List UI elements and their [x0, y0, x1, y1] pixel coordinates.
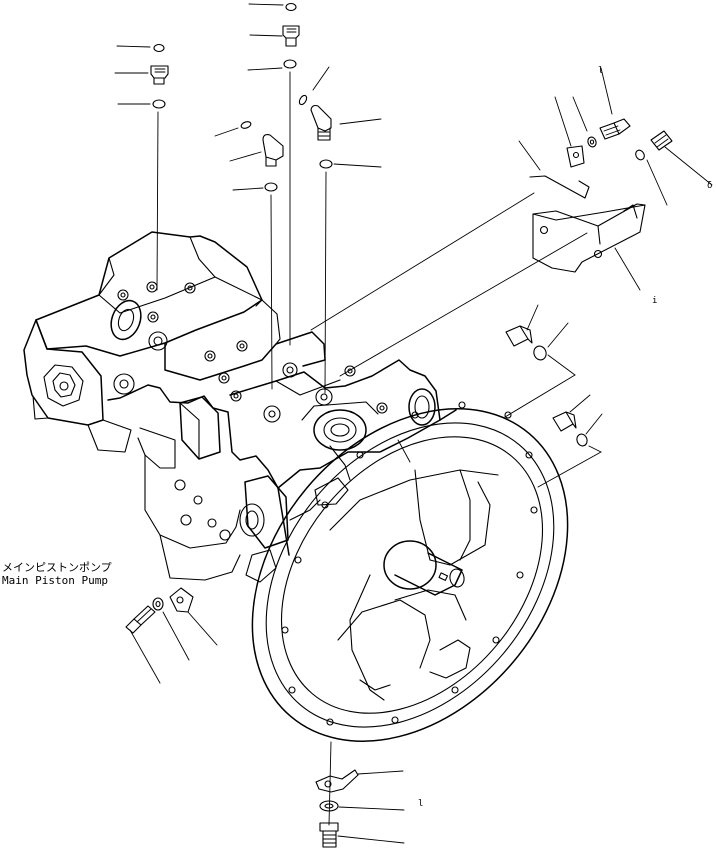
flange-housing	[251, 401, 569, 742]
part-name-label: メインピストンポンプ Main Piston Pump	[2, 561, 112, 587]
fitting-group-elbow-right	[298, 66, 382, 394]
lower-left-bolt-group	[125, 587, 218, 684]
pump-body	[23, 231, 457, 583]
callout-mark-top-right: l	[598, 66, 603, 76]
bracket-bolt-group	[518, 67, 713, 291]
flange-bolt-holes	[281, 401, 538, 726]
callout-mark-bracket: i	[652, 296, 657, 306]
bottom-fastener-group	[315, 741, 405, 848]
callout-mark-right-edge: δ	[707, 181, 712, 191]
part-name-japanese: メインピストンポンプ	[2, 561, 112, 574]
bolt-heads-top	[117, 281, 388, 414]
callout-mark-washer: l	[418, 799, 423, 809]
fitting-group-elbow-left	[214, 121, 284, 390]
plug-group-right	[504, 304, 603, 488]
part-name-english: Main Piston Pump	[2, 574, 108, 587]
fitting-group-top-center	[247, 2, 300, 346]
fitting-group-top-left	[114, 43, 169, 291]
